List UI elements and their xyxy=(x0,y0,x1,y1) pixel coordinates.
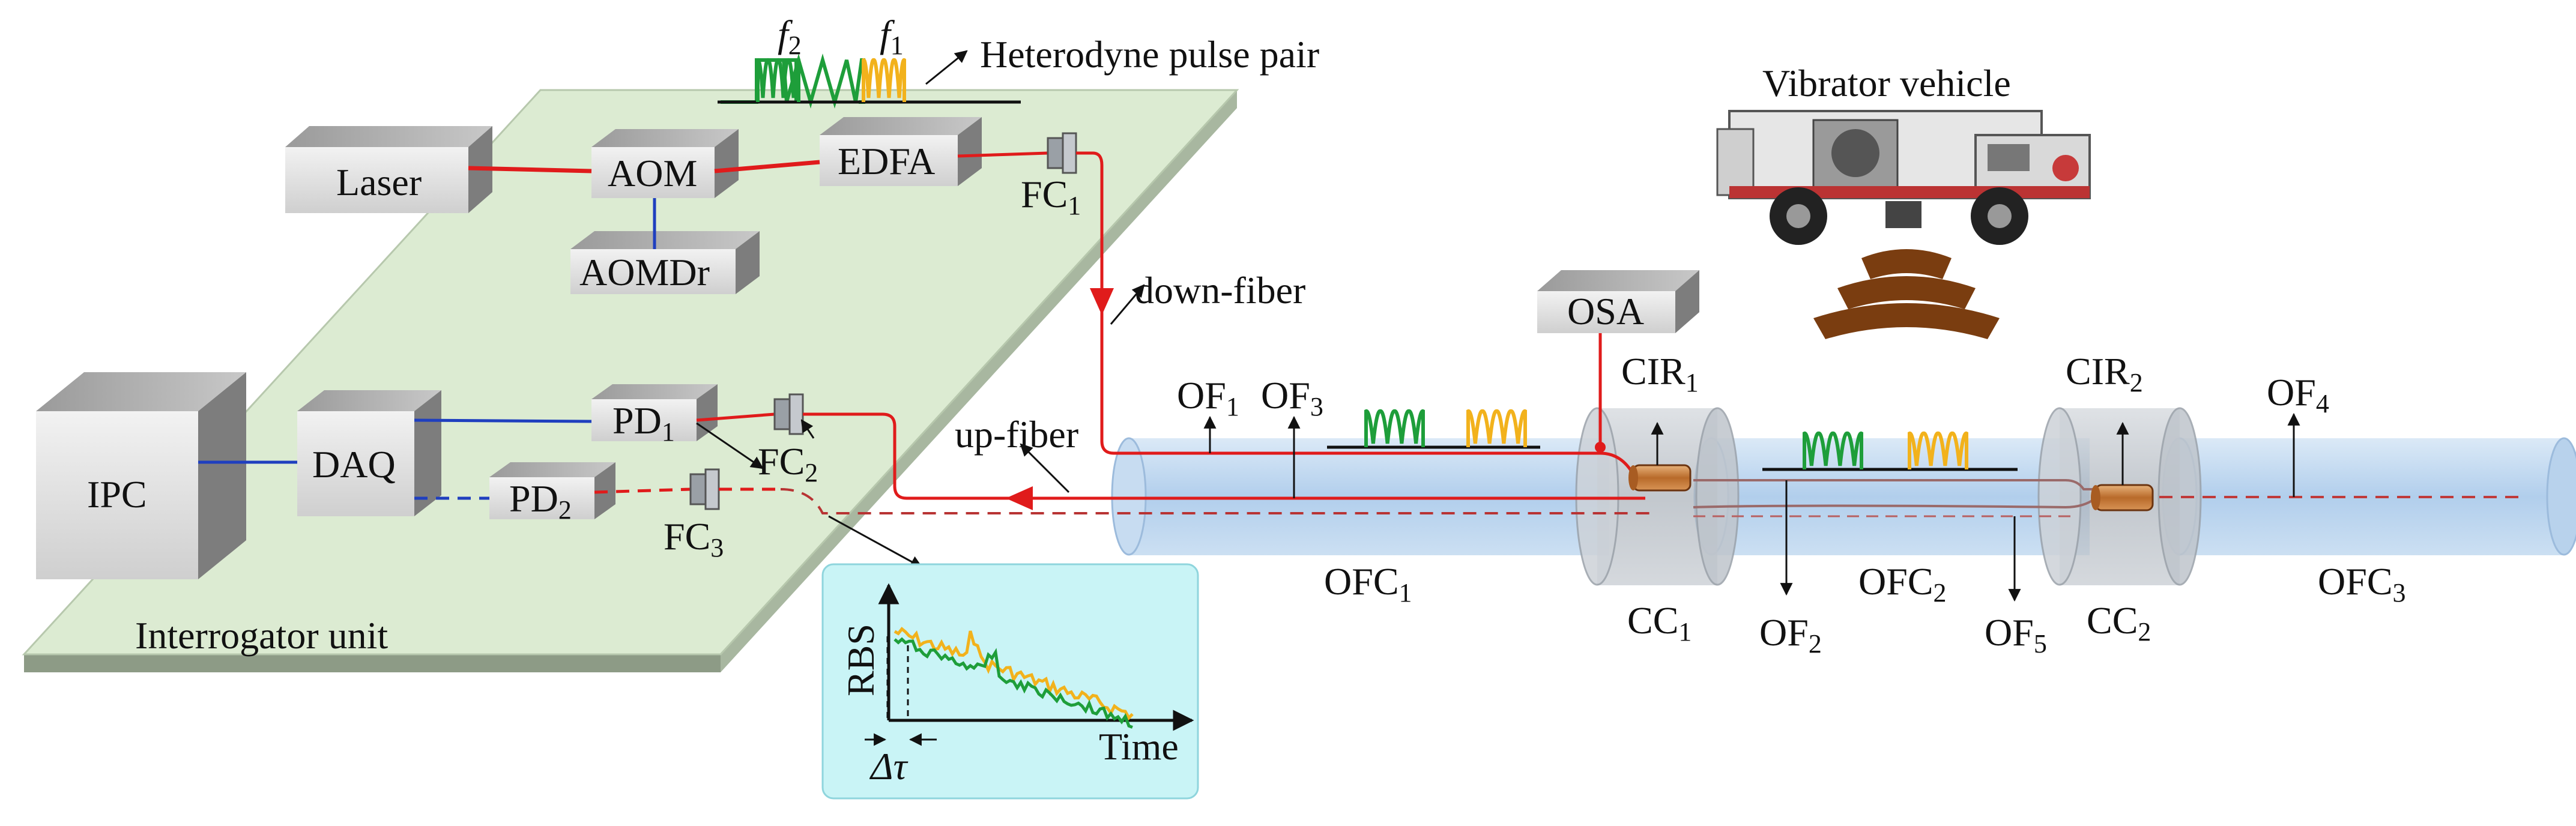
pulse-shape xyxy=(1364,409,1425,447)
cc2-coupling xyxy=(2037,407,2202,586)
labels: Heterodyne pulse pair f2 f1 FC1 FC2 FC3 … xyxy=(135,13,2406,659)
pd1-label: PD1 xyxy=(612,399,675,447)
inset-delta-tau: Δτ xyxy=(869,745,909,788)
fc3-coupler xyxy=(689,468,720,510)
down-fiber-path xyxy=(1076,151,1645,476)
aomdr-box: AOMDr xyxy=(570,231,760,294)
up-fiber-arrow xyxy=(1006,486,1033,510)
fiber-paths xyxy=(719,151,2522,517)
rbs-inset: RBS Time Δτ xyxy=(821,563,1199,800)
aom-box: AOM xyxy=(591,129,739,198)
pulse-shape xyxy=(1908,432,1968,469)
pulse-shape xyxy=(1466,409,1527,447)
pd1-box: PD1 xyxy=(591,384,718,447)
edfa-label: EDFA xyxy=(838,140,935,182)
fc2-label: FC2 xyxy=(758,440,818,487)
cir1-circulator xyxy=(1628,464,1692,492)
laser-label: Laser xyxy=(336,161,422,203)
of3-label: OF3 xyxy=(1261,374,1323,421)
ofc3-label: OFC3 xyxy=(2318,560,2406,607)
osa-box: OSA xyxy=(1537,270,1699,333)
fc1-coupler xyxy=(1047,132,1077,174)
edfa-box: EDFA xyxy=(820,117,982,186)
cc1-label: CC1 xyxy=(1627,599,1692,647)
ipc-label: IPC xyxy=(87,473,147,516)
aom-label: AOM xyxy=(608,152,697,194)
up-fiber-label: up-fiber xyxy=(955,413,1078,456)
rbs-trace-green xyxy=(893,637,1133,729)
daq-pd1-link xyxy=(414,418,592,423)
fc3-label: FC3 xyxy=(664,515,724,562)
f2-label: f2 xyxy=(778,13,802,60)
fiber-cable-ofc2 xyxy=(1693,437,2090,556)
aomdr-label: AOMDr xyxy=(579,251,710,294)
laser-aom-link xyxy=(468,166,592,173)
inset-xlabel: Time xyxy=(1099,725,1179,768)
up-fiber-path xyxy=(803,412,1645,500)
of1-label: OF1 xyxy=(1177,374,1239,421)
dashed-fiber-path xyxy=(780,488,1651,514)
osa-tap-dot xyxy=(1595,442,1606,453)
down-fiber-arrow xyxy=(1090,288,1114,315)
of2-label: OF2 xyxy=(1759,611,1822,659)
pd2-box: PD2 xyxy=(489,462,615,525)
fc1-label: FC1 xyxy=(1021,173,1081,220)
cir2-label: CIR2 xyxy=(2066,350,2143,397)
ofc1-label: OFC1 xyxy=(1324,560,1412,607)
pulse-shape xyxy=(756,58,800,102)
pd1-fc2-link xyxy=(696,412,775,422)
ofc2-fiber-b xyxy=(1693,497,2097,509)
daq-box: DAQ xyxy=(297,390,441,516)
edfa-fc1-link xyxy=(957,151,1048,158)
laser-box: Laser xyxy=(285,126,492,213)
pd2-label: PD2 xyxy=(509,477,572,525)
ipc-box: IPC xyxy=(36,372,246,579)
pulse-groups xyxy=(718,58,2018,471)
vibration-waves-icon xyxy=(1813,249,2000,339)
f1-label: f1 xyxy=(880,13,904,60)
cir2-circulator xyxy=(2091,484,2154,511)
down-fiber-label: down-fiber xyxy=(1135,269,1305,312)
connection-lines xyxy=(198,151,1048,500)
pd2-fc3-link xyxy=(594,487,691,494)
interrogator-label: Interrogator unit xyxy=(135,614,388,657)
of5-label: OF5 xyxy=(1985,611,2047,659)
heterodyne-label: Heterodyne pulse pair xyxy=(980,33,1319,76)
of4-label: OF4 xyxy=(2267,371,2329,418)
aom-edfa-link xyxy=(714,160,820,173)
pulse-shape xyxy=(862,58,906,102)
osa-label: OSA xyxy=(1567,290,1644,333)
pointer-lines xyxy=(696,50,2300,602)
pulse-shape xyxy=(1803,432,1863,469)
fc2-coupler xyxy=(773,393,804,435)
daq-label: DAQ xyxy=(312,443,396,486)
cc2-label: CC2 xyxy=(2087,599,2151,647)
ofc2-label: OFC2 xyxy=(1858,560,1947,607)
cir1-label: CIR1 xyxy=(1621,350,1699,397)
vibrator-label: Vibrator vehicle xyxy=(1762,62,2011,104)
vibrator-vehicle-icon xyxy=(1716,110,2091,245)
inset-ylabel: RBS xyxy=(839,624,882,696)
